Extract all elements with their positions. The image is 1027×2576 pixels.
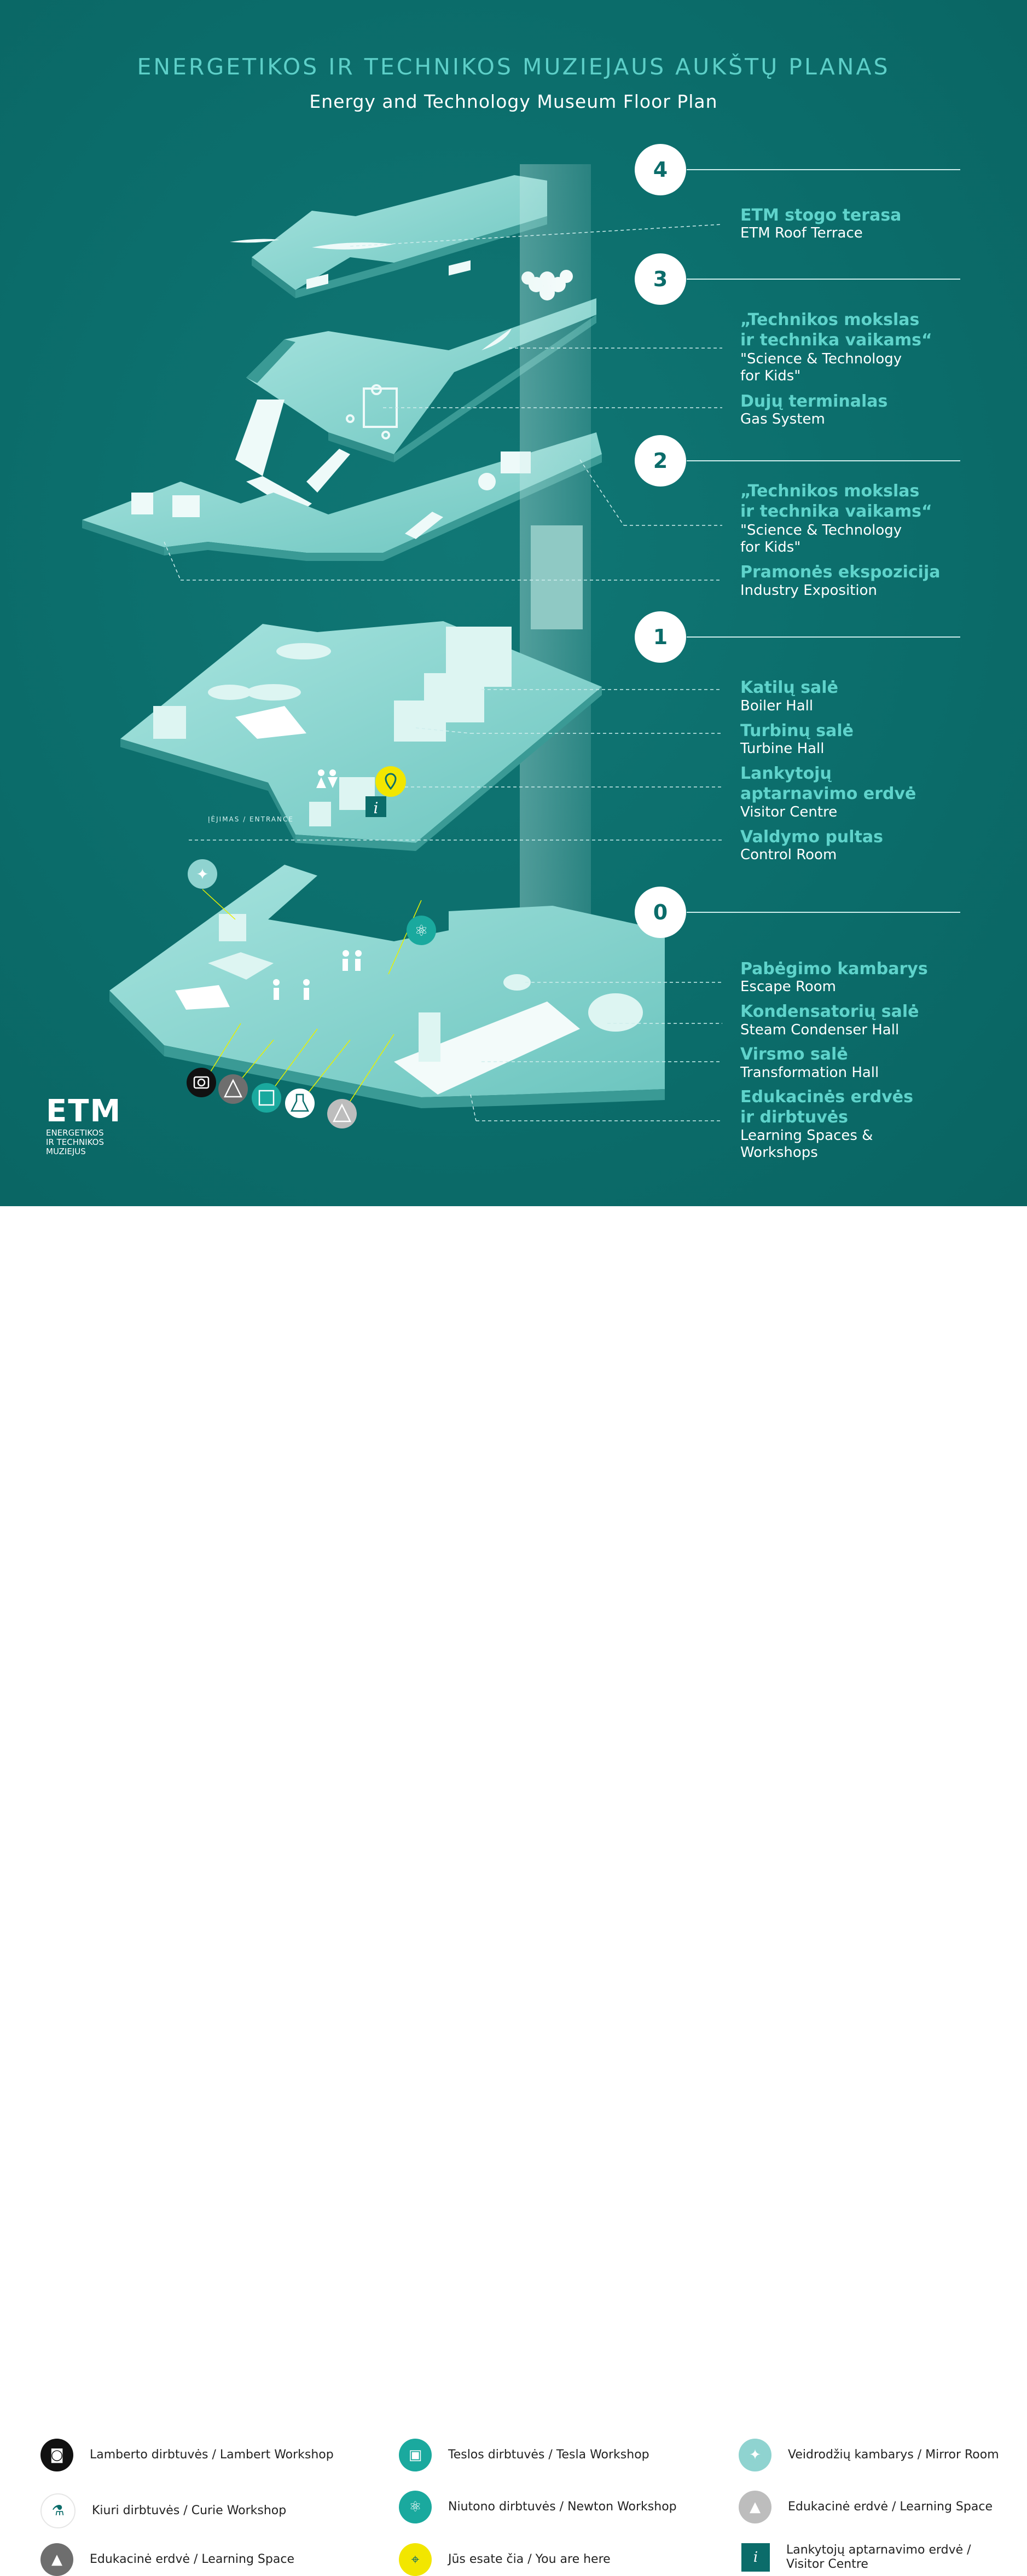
info-icon: i	[374, 799, 379, 817]
floor-0-plate	[109, 865, 665, 1108]
camera-icon: ◙	[40, 2439, 73, 2471]
entrance-label: ĮĖJIMAS / ENTRANCE	[208, 815, 294, 823]
legend-label: Teslos dirbtuvės / Tesla Workshop	[448, 2448, 649, 2462]
workshop-markers: ✦ ⚛	[187, 859, 436, 1128]
flask-icon: ⚗	[40, 2493, 76, 2528]
label-control-room-lt: Valdymo pultas	[740, 827, 884, 847]
floor-number-1: 1	[635, 611, 686, 663]
legend-label: Edukacinė erdvė / Learning Space	[788, 2500, 993, 2514]
legend-item-learning-space-dark: ▲ Edukacinė erdvė / Learning Space	[40, 2543, 294, 2576]
floor-plan-poster: ENERGETIKOS IR TECHNIKOS MUZIEJAUS AUKŠT…	[0, 0, 1027, 1206]
elevator-cabin	[531, 525, 583, 629]
legend-item-lambert: ◙ Lamberto dirbtuvės / Lambert Workshop	[40, 2439, 334, 2471]
label-control-room-en: Control Room	[740, 847, 837, 863]
floor-4-plate	[230, 175, 547, 298]
you-are-here-marker	[375, 766, 406, 797]
floor-number-2: 2	[635, 435, 686, 487]
legend-label: Niutono dirbtuvės / Newton Workshop	[448, 2500, 677, 2514]
restroom-icon	[316, 769, 338, 788]
label-condenser-hall-lt: Kondensatorių salė	[740, 1002, 919, 1021]
label-f2-kids-lt: „Technikos mokslas ir technika vaikams“	[740, 482, 932, 521]
label-f3-kids-lt: „Technikos mokslas ir technika vaikams“	[740, 310, 932, 350]
legend-item-curie: ⚗ Kiuri dirbtuvės / Curie Workshop	[40, 2493, 286, 2528]
label-industry-lt: Pramonės ekspozicija	[740, 563, 941, 582]
flask-icon	[290, 1093, 310, 1112]
logo-text: ENERGETIKOS IR TECHNIKOS MUZIEJUS	[46, 1128, 104, 1156]
legend-label: Jūs esate čia / You are here	[448, 2552, 611, 2566]
label-escape-room-lt: Pabėgimo kambarys	[740, 959, 928, 979]
legend-label: Lankytojų aptarnavimo erdvė / Visitor Ce…	[786, 2543, 971, 2571]
square-frame-icon	[258, 1090, 275, 1106]
label-f3-kids-en: "Science & Technology for Kids"	[740, 351, 902, 384]
legend-item-learning-space-light: ▲ Edukacinė erdvė / Learning Space	[739, 2491, 993, 2523]
label-condenser-hall-en: Steam Condenser Hall	[740, 1022, 900, 1038]
label-transformation-hall-en: Transformation Hall	[740, 1064, 879, 1081]
tesla-workshop-marker	[252, 1083, 281, 1113]
lambert-workshop-marker	[187, 1068, 216, 1097]
pyramid-icon: ▲	[739, 2491, 771, 2523]
label-turbine-hall-en: Turbine Hall	[740, 740, 825, 757]
page-subtitle: Energy and Technology Museum Floor Plan	[309, 91, 718, 112]
label-escape-room-en: Escape Room	[740, 979, 837, 995]
label-roof-terrace-lt: ETM stogo terasa	[740, 206, 902, 225]
page-title: ENERGETIKOS IR TECHNIKOS MUZIEJAUS AUKŠT…	[137, 54, 890, 80]
learning-space-marker	[218, 1074, 248, 1104]
isometric-floor-plan: i	[82, 164, 723, 1128]
floor-1-plate: i	[120, 621, 602, 851]
label-turbine-hall-lt: Turbinų salė	[740, 721, 854, 740]
label-industry-en: Industry Exposition	[740, 582, 878, 599]
sparkle-icon: ✦	[739, 2439, 771, 2471]
sparkle-icon: ✦	[196, 865, 208, 883]
info-marker	[365, 796, 386, 817]
atom-icon: ⚛	[414, 922, 428, 940]
floor-number-4: 4	[635, 144, 686, 195]
label-transformation-hall-lt: Virsmo salė	[740, 1045, 848, 1064]
label-visitor-centre-en: Visitor Centre	[740, 804, 838, 820]
legend: ◙ Lamberto dirbtuvės / Lambert Workshop …	[0, 1206, 1027, 2576]
label-gas-system-lt: Dujų terminalas	[740, 392, 888, 411]
legend-label: Veidrodžių kambarys / Mirror Room	[788, 2448, 999, 2462]
location-pin-icon	[385, 773, 397, 790]
camera-icon	[197, 1078, 206, 1087]
legend-item-newton: ⚛ Niutono dirbtuvės / Newton Workshop	[399, 2491, 677, 2523]
label-boiler-hall-lt: Katilų salė	[740, 678, 838, 697]
mirror-room-marker	[188, 859, 217, 889]
label-learning-spaces-en: Learning Spaces & Workshops	[740, 1127, 873, 1161]
etm-logo: ETM ENERGETIKOS IR TECHNIKOS MUZIEJUS	[46, 1095, 123, 1156]
info-icon: i	[741, 2543, 770, 2572]
label-learning-spaces-lt: Edukacinės erdvės ir dirbtuvės	[740, 1087, 913, 1127]
pyramid-icon-2	[332, 1103, 352, 1122]
legend-item-visitor-centre: i Lankytojų aptarnavimo erdvė / Visitor …	[741, 2543, 971, 2572]
location-pin-icon: ⌖	[399, 2543, 432, 2576]
label-gas-system-en: Gas System	[740, 411, 825, 427]
legend-item-tesla: ▣ Teslos dirbtuvės / Tesla Workshop	[399, 2439, 649, 2471]
label-visitor-centre-lt: Lankytojų aptarnavimo erdvė	[740, 764, 916, 803]
floor-number-0: 0	[635, 887, 686, 938]
family-restroom-icon	[273, 979, 310, 1000]
label-roof-terrace-en: ETM Roof Terrace	[740, 225, 863, 241]
newton-workshop-marker	[407, 916, 436, 945]
pyramid-icon	[223, 1079, 243, 1098]
accessible-restroom-icon	[343, 950, 362, 971]
pyramid-icon: ▲	[40, 2543, 73, 2576]
legend-label: Edukacinė erdvė / Learning Space	[90, 2552, 294, 2566]
curie-workshop-marker	[285, 1089, 315, 1118]
legend-label: Lamberto dirbtuvės / Lambert Workshop	[90, 2448, 334, 2462]
learning-space-marker-2	[327, 1099, 357, 1128]
legend-label: Kiuri dirbtuvės / Curie Workshop	[92, 2504, 287, 2517]
floor-number-3: 3	[635, 253, 686, 305]
label-f2-kids-en: "Science & Technology for Kids"	[740, 522, 902, 555]
legend-item-you-are-here: ⌖ Jūs esate čia / You are here	[399, 2543, 611, 2576]
atom-icon: ⚛	[399, 2491, 432, 2523]
logo-mark: ETM	[46, 1093, 122, 1129]
leader-lines	[164, 224, 723, 1121]
square-frame-icon: ▣	[399, 2439, 432, 2471]
label-boiler-hall-en: Boiler Hall	[740, 698, 814, 714]
legend-item-mirror-room: ✦ Veidrodžių kambarys / Mirror Room	[739, 2439, 999, 2471]
